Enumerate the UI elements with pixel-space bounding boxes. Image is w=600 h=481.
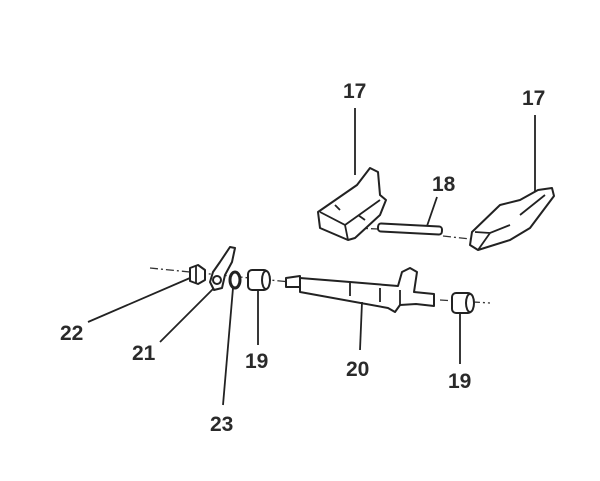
callout-19-right: 19	[448, 370, 471, 393]
pin	[376, 222, 444, 236]
callout-21: 21	[132, 342, 156, 365]
shift-fork-right	[469, 187, 555, 251]
leader-lines	[87, 108, 536, 406]
callout-17-left: 17	[343, 80, 366, 103]
shift-shaft	[285, 267, 435, 313]
callout-23: 23	[210, 413, 233, 436]
callout-22: 22	[60, 322, 83, 345]
lever	[209, 246, 236, 291]
nut	[189, 264, 206, 285]
callout-19-left: 19	[245, 350, 268, 373]
callout-18: 18	[432, 173, 456, 196]
callout-17-right: 17	[522, 87, 545, 110]
callout-20: 20	[346, 358, 369, 381]
bushing-right	[451, 292, 475, 314]
shift-fork-left	[317, 167, 387, 241]
bushing-left	[247, 269, 271, 291]
o-ring	[228, 270, 242, 290]
